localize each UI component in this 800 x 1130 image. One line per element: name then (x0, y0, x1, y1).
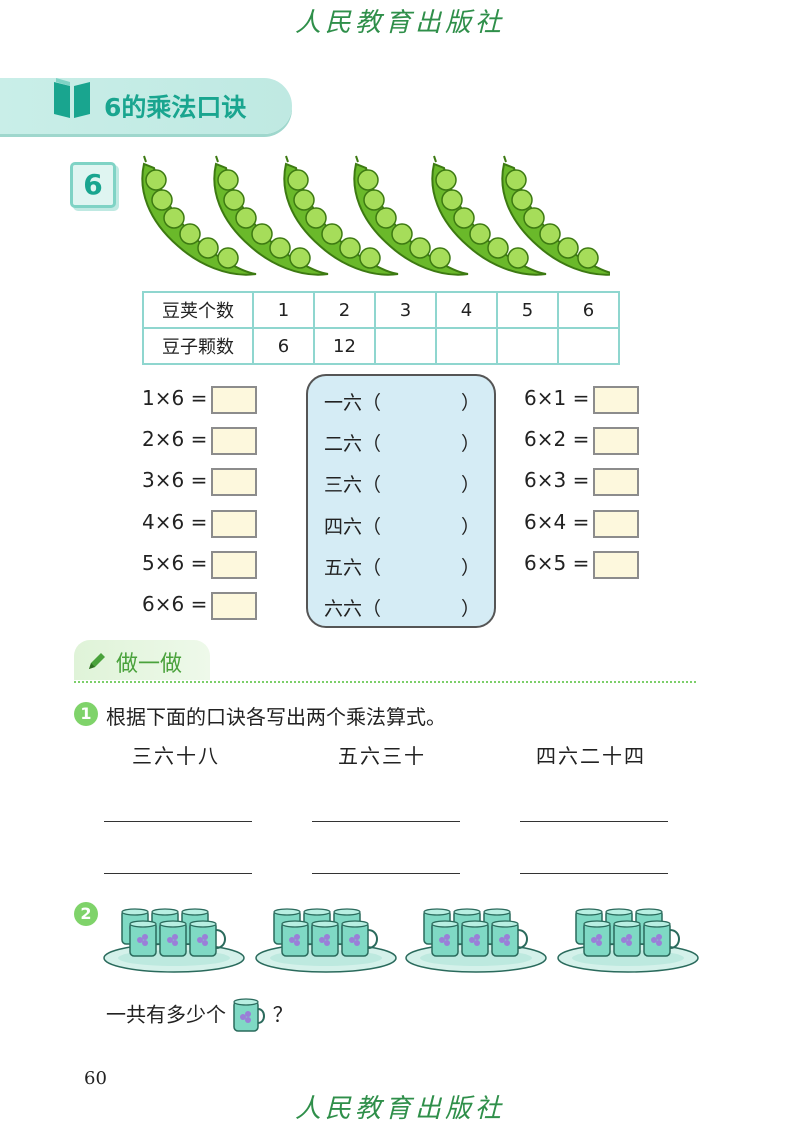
table-row-beans: 豆子颗数 6 12 (142, 327, 620, 365)
table-cell: 2 (313, 291, 376, 329)
question-number: 2 (74, 902, 98, 926)
publisher-header: 人民教育出版社 (294, 8, 505, 38)
answer-line[interactable] (312, 873, 460, 874)
rhyme-line: 五六（） (324, 557, 481, 579)
answer-box[interactable] (593, 467, 640, 496)
rhyme-line: 三六（） (324, 474, 481, 496)
table-row-label: 豆荚个数 (142, 291, 254, 329)
answer-box[interactable] (211, 467, 258, 496)
divider (74, 681, 696, 683)
equation-right: 6×4 = (524, 509, 640, 538)
answer-box[interactable] (593, 550, 640, 579)
practice-title: 做一做 (116, 652, 183, 677)
equation-left: 4×6 = (142, 509, 258, 538)
table-row-pods: 豆荚个数 1 2 3 4 5 6 (142, 291, 620, 329)
answer-box[interactable] (211, 591, 258, 620)
table-cell: 6 (557, 291, 620, 329)
question-text: 根据下面的口诀各写出两个乘法算式。 (106, 705, 446, 729)
answer-box[interactable] (593, 426, 640, 455)
pencil-icon (89, 653, 105, 669)
table-cell: 6 (252, 327, 315, 365)
rhyme-line: 一六（） (324, 392, 481, 414)
equation-right: 6×5 = (524, 550, 640, 579)
rhyme-item: 五六三十 (338, 744, 426, 768)
table-cell: 4 (435, 291, 498, 329)
example-number: 6 (70, 162, 116, 208)
answer-line[interactable] (520, 821, 668, 822)
rhyme-line: 六六（） (324, 598, 481, 620)
answer-box[interactable] (211, 385, 258, 414)
table-row-label: 豆子颗数 (142, 327, 254, 365)
pea-pods-illustration (141, 155, 610, 276)
rhyme-item: 三六十八 (132, 744, 220, 768)
book-icon (54, 78, 90, 118)
table-cell: 1 (252, 291, 315, 329)
answer-box[interactable] (211, 426, 258, 455)
table-answer-cell[interactable] (435, 327, 498, 365)
cup-icon (233, 998, 266, 1032)
answer-line[interactable] (520, 873, 668, 874)
page-number: 60 (84, 1068, 107, 1089)
equation-right: 6×3 = (524, 467, 640, 496)
answer-line[interactable] (312, 821, 460, 822)
publisher-footer: 人民教育出版社 (294, 1094, 505, 1124)
answer-box[interactable] (593, 509, 640, 538)
table-cell: 12 (313, 327, 376, 365)
table-answer-cell[interactable] (557, 327, 620, 365)
equation-left: 1×6 = (142, 385, 258, 414)
section-title: 6的乘法口诀 (104, 93, 247, 122)
table-cell: 5 (496, 291, 559, 329)
rhyme-item: 四六二十四 (536, 744, 646, 768)
equation-left: 6×6 = (142, 591, 258, 620)
section-banner (0, 78, 292, 134)
answer-box[interactable] (211, 550, 258, 579)
equation-left: 2×6 = (142, 426, 258, 455)
answer-line[interactable] (104, 873, 252, 874)
answer-box[interactable] (211, 509, 258, 538)
table-answer-cell[interactable] (374, 327, 437, 365)
bean-count-table: 豆荚个数 1 2 3 4 5 6 豆子颗数 6 12 (142, 291, 620, 365)
equation-left: 5×6 = (142, 550, 258, 579)
answer-box[interactable] (593, 385, 640, 414)
question-text: 一共有多少个 ？ (106, 997, 293, 1035)
rhyme-panel: 一六（） 二六（） 三六（） 四六（） 五六（） 六六（） (306, 374, 496, 628)
rhyme-line: 二六（） (324, 433, 481, 455)
rhyme-line: 四六（） (324, 516, 481, 538)
equation-right: 6×1 = (524, 385, 640, 414)
cups-on-plates-illustration (100, 902, 700, 982)
table-cell: 3 (374, 291, 437, 329)
equation-right: 6×2 = (524, 426, 640, 455)
question-number: 1 (74, 702, 98, 726)
equation-left: 3×6 = (142, 467, 258, 496)
table-answer-cell[interactable] (496, 327, 559, 365)
answer-line[interactable] (104, 821, 252, 822)
